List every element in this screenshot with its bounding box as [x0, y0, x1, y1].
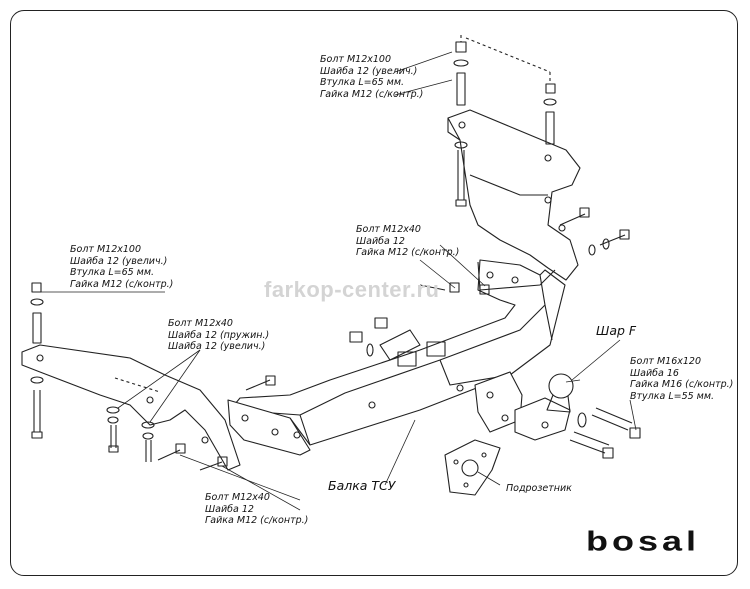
callout-line: Шайба 12	[356, 235, 405, 247]
callout-line: Втулка L=65 мм.	[320, 77, 405, 88]
callout-ball-mount: Болт М16х120 Шайба 16 Гайка М16 (с/контр…	[630, 356, 733, 402]
label-socket-plate: Подрозетник	[506, 483, 572, 494]
center-fasteners	[419, 282, 490, 295]
callout-line: Шайба 12	[205, 503, 254, 515]
callout-line: Гайка М12 (с/контр.)	[356, 247, 460, 258]
callout-line: Болт М12х100	[70, 244, 141, 255]
center-spacers	[349, 317, 446, 367]
callout-line: Шайба 12 (увелич.)	[320, 65, 418, 77]
callout-line: Шайба 12 (увелич.)	[168, 341, 266, 352]
callout-line: Болт М16х120	[630, 356, 701, 367]
watermark-text: farkop-center.ru	[264, 277, 440, 302]
callout-line: Болт М12х40	[205, 492, 270, 503]
callout-line: Втулка L=65 мм.	[70, 267, 155, 278]
tow-beam	[229, 259, 566, 446]
callout-line: Шайба 12 (увелич.)	[70, 255, 168, 267]
leader-lines	[40, 51, 637, 511]
left-end-plate	[227, 399, 311, 456]
socket-plate	[444, 439, 501, 496]
callout-left-mid: Болт М12х40 Шайба 12 (пружин.) Шайба 12 …	[168, 318, 269, 353]
ball-mount	[474, 371, 641, 459]
callout-line: Болт М12х40	[356, 224, 421, 235]
callout-line: Болт М12х40	[168, 318, 233, 329]
callout-line: Болт М12х100	[320, 54, 391, 65]
bottom-left-bolts	[157, 375, 276, 471]
top-right-bolt-stack	[453, 35, 557, 207]
callout-top-right: Болт М12х100 Шайба 12 (увелич.) Втулка L…	[320, 54, 423, 100]
callout-line: Гайка М12 (с/контр.)	[320, 88, 424, 100]
right-mounting-bracket	[447, 109, 581, 281]
callout-bottom-left: Болт М12х40 Шайба 12 Гайка М12 (с/контр.…	[205, 492, 308, 527]
right-side-bolts	[559, 207, 630, 256]
callout-line: Шайба 12 (пружин.)	[168, 329, 270, 341]
left-mounting-bracket	[21, 344, 241, 471]
callout-line: Гайка М12 (с/контр.)	[70, 278, 174, 290]
callout-line: Шайба 16	[630, 367, 679, 379]
label-beam: Балка ТСУ	[328, 478, 396, 493]
callout-left-top: Болт М12х100 Шайба 12 (увелич.) Втулка L…	[70, 244, 173, 290]
callout-line: Гайка М16 (с/контр.)	[630, 379, 734, 390]
bosal-logo: bosal	[586, 524, 701, 557]
callout-line: Втулка L=55 мм.	[630, 390, 715, 402]
callout-line: Гайка М12 (с/контр.)	[205, 515, 309, 526]
left-bolt-stack	[30, 282, 155, 462]
label-ball: Шар F	[596, 323, 637, 338]
callout-center: Болт М12х40 Шайба 12 Гайка М12 (с/контр.…	[356, 224, 459, 259]
drawing-frame	[10, 10, 738, 576]
